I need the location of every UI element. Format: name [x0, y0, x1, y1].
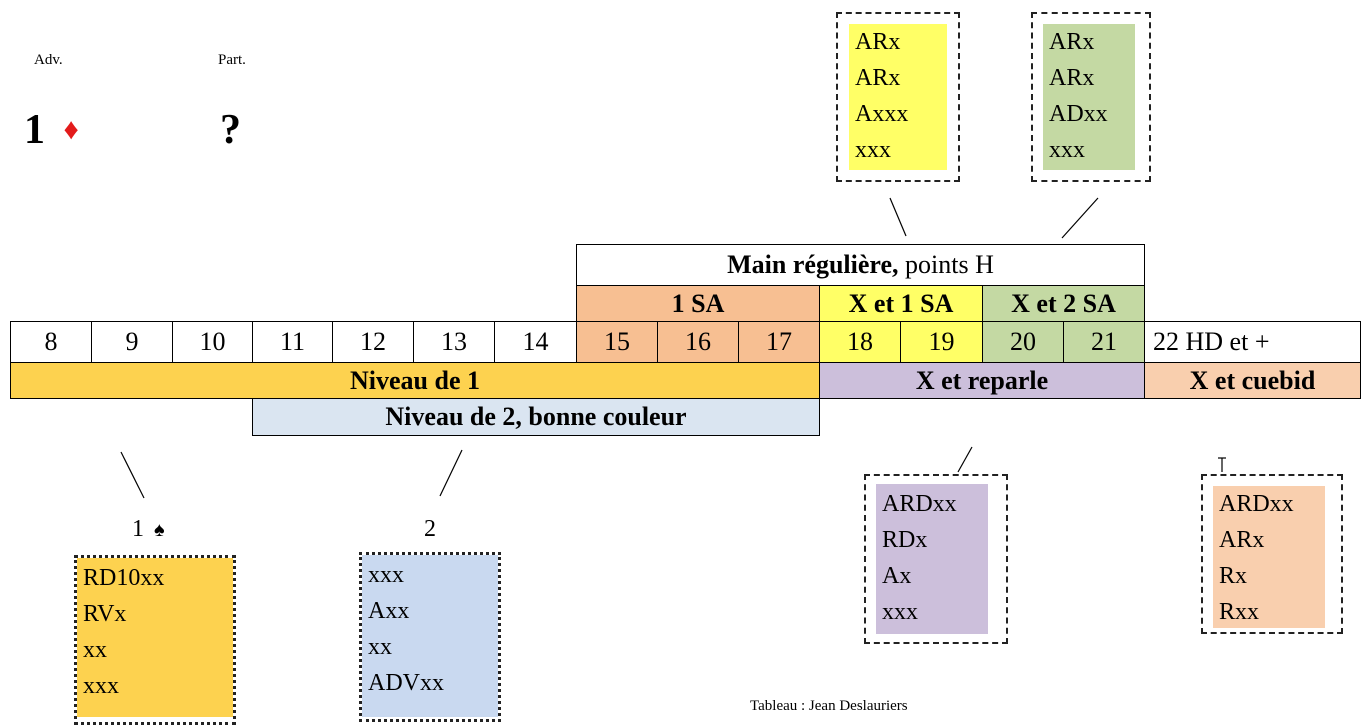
hand-frame-cuebid [1201, 474, 1343, 634]
adv-bid: 1 ♦ [24, 106, 79, 154]
points-cell: 19 [900, 321, 983, 363]
hand-one-spade: RD10xx RVx xx xxx [77, 558, 233, 717]
hand-line: xxx [83, 673, 119, 699]
regular-hand-subtitle: points H [898, 250, 994, 279]
hand-line: Rx [1219, 563, 1248, 589]
hand-line: ARx [855, 65, 901, 91]
regular-hand-title: Main régulière, [727, 250, 899, 279]
part-label: Part. [218, 52, 246, 68]
level-x-cuebid: X et cuebid [1144, 362, 1361, 399]
points-cell: 13 [413, 321, 495, 363]
group-1sa: 1 SA [576, 285, 820, 322]
hand-line: Ax [882, 563, 912, 589]
level-niveau-1: Niveau de 1 [10, 362, 820, 399]
points-cell: 10 [172, 321, 253, 363]
hand-line: ARx [1049, 65, 1095, 91]
hand-line: ARDxx [1219, 491, 1294, 517]
hand-frame-x-2sa [1031, 12, 1151, 182]
group-x-1sa: X et 1 SA [819, 285, 983, 322]
hand-line: xx [83, 637, 107, 663]
hand-line: xxx [368, 562, 404, 588]
points-cell: 22 HD et + [1144, 321, 1361, 363]
hand-line: Rxx [1219, 599, 1260, 625]
hand-reparle: ARDxx RDx Ax xxx [876, 484, 988, 634]
one-spade-level: 1 [132, 516, 144, 542]
spade-icon: ♠ [154, 519, 165, 541]
points-cell: 20 [982, 321, 1064, 363]
points-cell: 18 [819, 321, 901, 363]
hand-line: ADxx [1049, 101, 1108, 127]
diamond-icon: ♦ [63, 113, 79, 146]
hand-line: Axxx [855, 101, 909, 127]
one-spade-label: 1 ♠ [132, 516, 165, 543]
points-cell: 14 [494, 321, 577, 363]
level-x-reparle: X et reparle [819, 362, 1145, 399]
hand-cuebid: ARDxx ARx Rx Rxx [1213, 486, 1325, 628]
hand-two-level: xxx Axx xx ADVxx [362, 555, 498, 717]
adv-label: Adv. [34, 52, 63, 68]
hand-line: ARDxx [882, 491, 957, 517]
points-cell: 15 [576, 321, 658, 363]
hand-line: ADVxx [368, 670, 444, 696]
hand-line: xxx [882, 599, 918, 625]
points-cell: 17 [738, 321, 820, 363]
hand-line: ARx [855, 29, 901, 55]
two-level-label: 2 [424, 516, 436, 542]
hand-line: ARx [1049, 29, 1095, 55]
hand-line: ARx [1219, 527, 1265, 553]
adv-bid-level: 1 [24, 107, 45, 153]
part-bid: ? [220, 107, 241, 153]
hand-line: xxx [855, 137, 891, 163]
points-cell: 21 [1063, 321, 1145, 363]
points-cell: 12 [332, 321, 414, 363]
points-cell: 9 [91, 321, 173, 363]
hand-frame-reparle [864, 474, 1008, 644]
points-cell: 11 [252, 321, 333, 363]
hand-x-2sa: ARx ARx ADxx xxx [1043, 24, 1135, 170]
hand-line: xxx [1049, 137, 1085, 163]
credit-text: Tableau : Jean Deslauriers [750, 698, 908, 714]
hand-line: RVx [83, 601, 127, 627]
hand-line: RDx [882, 527, 928, 553]
hand-line: xx [368, 634, 392, 660]
points-cell: 16 [657, 321, 739, 363]
hand-line: RD10xx [83, 565, 165, 591]
hand-x-1sa: ARx ARx Axxx xxx [849, 24, 947, 170]
regular-hand-header: Main régulière, points H [576, 244, 1145, 286]
level-niveau-2: Niveau de 2, bonne couleur [252, 398, 820, 436]
hand-frame-x-1sa [836, 12, 960, 182]
group-x-2sa: X et 2 SA [982, 285, 1145, 322]
hand-line: Axx [368, 598, 410, 624]
points-cell: 8 [10, 321, 92, 363]
